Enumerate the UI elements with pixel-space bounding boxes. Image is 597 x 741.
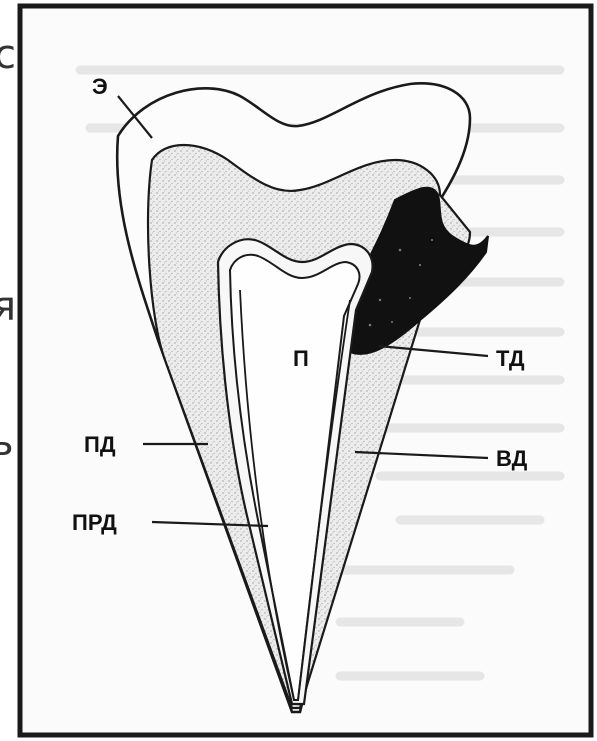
label-tertiary-dentin: ТД	[496, 346, 525, 371]
label-pulp: П	[293, 346, 309, 371]
edge-glyph-2: я	[0, 284, 16, 330]
edge-glyph-1: с	[0, 32, 16, 78]
label-primary-dentin: ПД	[84, 432, 116, 457]
left-edge-strip	[0, 0, 18, 741]
label-predentin: ПРД	[72, 510, 117, 535]
edge-glyph-3: ь	[0, 419, 14, 465]
label-enamel: Э	[92, 74, 108, 99]
label-secondary-dentin: ВД	[496, 446, 528, 471]
